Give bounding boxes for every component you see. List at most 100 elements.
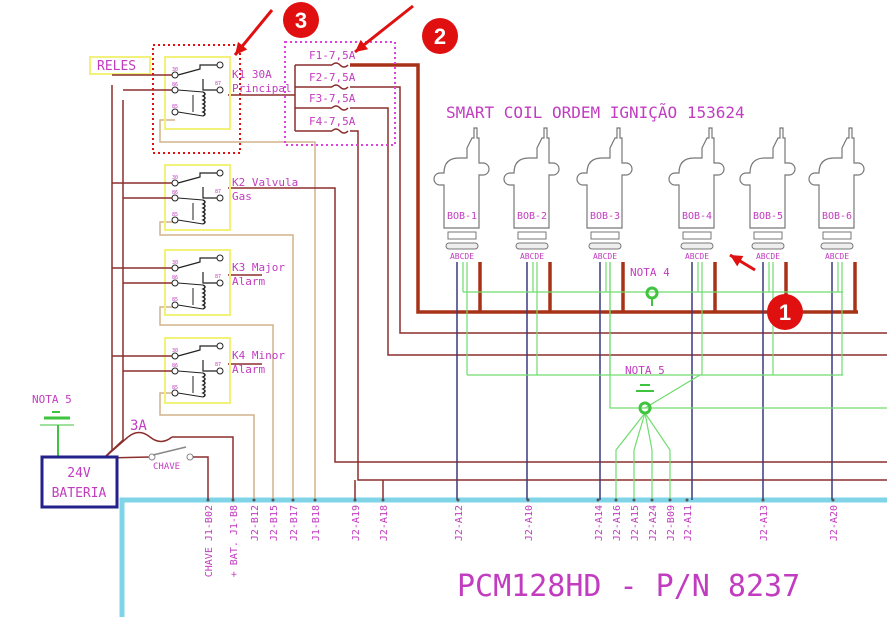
coil-label: BOB-2: [517, 211, 547, 222]
pcm-pin-label: J1-B18: [311, 505, 322, 541]
nota5-link: [644, 374, 701, 409]
relay-switch-icon: [177, 345, 217, 357]
callout-badge: [283, 2, 319, 38]
coil-body-icon: [668, 127, 725, 229]
pcm-pin-label: J2-B09: [666, 505, 677, 541]
chave-wire: [193, 456, 209, 500]
pcm-pin-dot: [353, 498, 357, 502]
relay-pin-label: 30: [172, 348, 178, 354]
relay-terminal-icon: [216, 279, 224, 287]
fuse-label: F2-7,5A: [309, 71, 356, 84]
relay-coil-lead: [177, 370, 204, 374]
pcm-pin-dot: [271, 498, 275, 502]
callout-badge: [422, 18, 458, 54]
pcm-pin-dot: [632, 498, 636, 502]
pcm-pin-label: J2-A12: [454, 505, 465, 541]
fuse-f3: F3-7,5A: [295, 92, 356, 111]
relay-box: [164, 56, 231, 130]
pcm-pin-label: J2-B17: [289, 505, 300, 541]
relay-pin-label: 85: [172, 104, 178, 110]
coil-boot-icon: [822, 231, 852, 240]
coil-boot-icon: [753, 231, 783, 240]
pcm-pin-dot: [596, 498, 600, 502]
wires: [103, 63, 887, 500]
pcm-pin-label: J2-A18: [379, 505, 390, 541]
pcm-pin-label: J2-A24: [648, 505, 659, 541]
fuse-3a-label: 3A: [130, 418, 147, 434]
relay-terminal-icon: [216, 367, 224, 375]
relay-switch-icon: [202, 79, 217, 91]
relay-pin-label: 87: [215, 362, 221, 368]
coil-body-icon: [503, 127, 560, 229]
relay-pin-label: 87: [215, 81, 221, 87]
relay-coil-icon: [201, 284, 206, 310]
pcm-pin-label: J2-A15: [630, 505, 641, 541]
pcm-pin-label: J2-A20: [829, 505, 840, 541]
pcm-pin-label: CHAVE J1-B02: [204, 505, 215, 577]
battery-ground-icon: [40, 411, 74, 457]
coil-body-icon: [739, 127, 796, 229]
relay-coil-icon: [201, 372, 206, 398]
fuse-f1: F1-7,5A: [295, 49, 356, 68]
pcm-pin-dot: [231, 498, 235, 502]
pcm-pin-label: J2-B12: [250, 505, 261, 541]
fuse-label: F1-7,5A: [309, 49, 356, 62]
callout-arrow-icon: [354, 4, 414, 54]
battery-voltage: 24V: [67, 466, 91, 481]
pcm-ground-wire: [644, 412, 671, 500]
coil-boot-icon: [447, 231, 477, 240]
pcm-pin-dot: [761, 498, 765, 502]
fuse-3a-lead: [103, 436, 129, 459]
pcm-title: PCM128HD - P/N 8237: [457, 569, 800, 604]
coil-pin-labels: ABCDE: [593, 252, 617, 261]
relay-coil-lead: [177, 89, 204, 93]
callout-arrowhead-icon: [730, 255, 744, 267]
fuse-f2: F2-7,5A: [295, 71, 356, 90]
pcm-pin-label: J2-A11: [683, 505, 694, 541]
relay-name: K2 Valvula: [232, 176, 298, 189]
f3-wire: [350, 107, 887, 356]
f2-wire: [350, 86, 887, 334]
relay-desc: Alarm: [232, 275, 265, 288]
k2-87-wire: [228, 187, 887, 463]
coil-boot-icon: [590, 231, 620, 240]
switch-contact-icon: [186, 453, 194, 461]
f4-wire: [350, 130, 887, 481]
pcm-pin-dot: [526, 498, 530, 502]
relay-terminal-icon: [216, 342, 224, 350]
pcm-pin-dot: [252, 498, 256, 502]
callout-number: 1: [779, 300, 791, 325]
relay-coil-icon: [201, 199, 206, 225]
relay-pin-label: 30: [172, 175, 178, 181]
relay-terminal-icon: [216, 194, 224, 202]
relay-pin-label: 30: [172, 67, 178, 73]
fuse-3a-icon: [127, 431, 173, 443]
relay-coil-lead: [177, 111, 204, 117]
coil-pin-labels: ABCDE: [756, 252, 780, 261]
callout-arrowhead-icon: [355, 39, 369, 52]
pcm-pin-label: J2-A10: [524, 505, 535, 541]
relay-pin-label: 87: [215, 274, 221, 280]
callout-number: 3: [295, 8, 307, 33]
relay-coil-lead: [177, 219, 204, 225]
nota-5-left-label: NOTA 5: [32, 393, 72, 406]
relay-terminal-icon: [216, 254, 224, 262]
relay-terminal-icon: [216, 86, 224, 94]
relay-pin-label: 86: [172, 275, 178, 281]
coil-body-icon: [433, 127, 490, 229]
pcm-pin-label: J2-A14: [594, 505, 605, 541]
pcm-module: PCM128HD - P/N 8237: [119, 497, 887, 617]
pcm-ground-wire: [644, 412, 653, 500]
coil-label: BOB-6: [822, 211, 852, 222]
relay-desc: Gas: [232, 190, 252, 203]
fuse-highlight-box: [284, 41, 396, 146]
k1-highlight-box: [152, 44, 241, 154]
